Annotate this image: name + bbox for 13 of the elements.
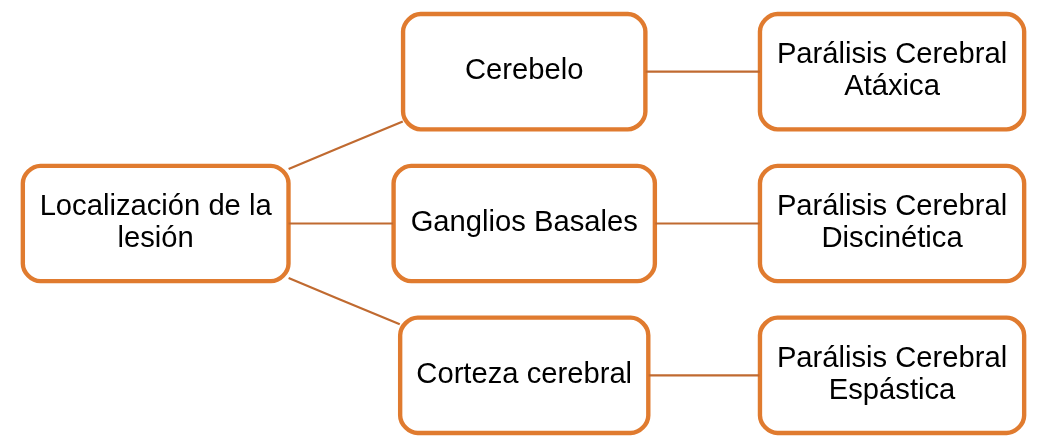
node-box: Cerebelo [400, 11, 648, 132]
connector [648, 374, 760, 377]
connector [655, 222, 760, 225]
node-box: Ganglios Basales [391, 163, 658, 284]
node-box: Parálisis Cerebral Atáxica [757, 11, 1027, 132]
node-box: Corteza cerebral [397, 315, 651, 436]
connector [288, 120, 404, 170]
node-box: Parálisis Cerebral Espástica [757, 315, 1027, 436]
node-box: Parálisis Cerebral Discinética [757, 163, 1027, 284]
connector [288, 277, 401, 326]
connector [288, 222, 394, 225]
connector [645, 70, 760, 73]
node-box: Localización de la lesión [20, 163, 291, 284]
